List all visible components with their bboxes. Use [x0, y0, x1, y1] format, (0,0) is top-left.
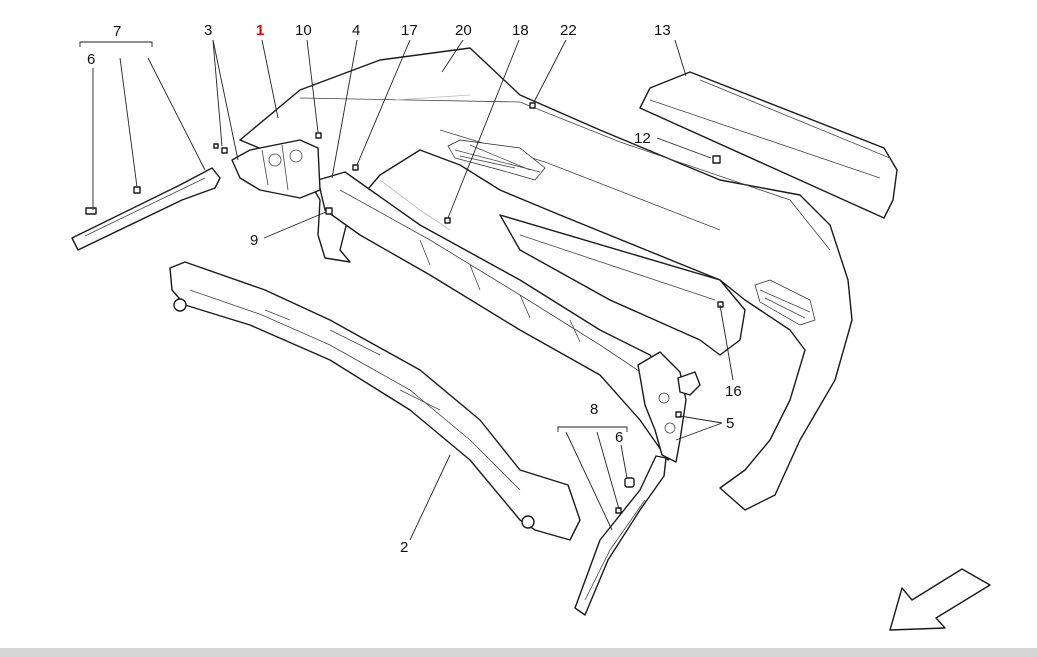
- arrow-down-left-icon: [889, 568, 991, 631]
- part-5-right-bracket[interactable]: [637, 351, 701, 463]
- callout-10[interactable]: 10: [295, 22, 312, 39]
- leader-lines: [79, 39, 734, 541]
- footer-bar: [0, 648, 1037, 657]
- callout-9[interactable]: 9: [250, 232, 259, 249]
- callout-4[interactable]: 4: [352, 22, 361, 39]
- fasteners: [213, 102, 724, 418]
- callout-13[interactable]: 13: [654, 22, 671, 39]
- part-13-upper-trim[interactable]: [639, 71, 898, 219]
- callout-2[interactable]: 2: [400, 539, 409, 556]
- callout-18[interactable]: 18: [512, 22, 529, 39]
- callout-1[interactable]: 1: [256, 22, 265, 39]
- part-7-left-side-bracket[interactable]: [71, 167, 221, 251]
- part-2-energy-absorber[interactable]: [169, 261, 581, 541]
- callout-22[interactable]: 22: [560, 22, 577, 39]
- callout-17[interactable]: 17: [401, 22, 418, 39]
- callout-6-left[interactable]: 6: [87, 51, 96, 68]
- part-8-right-side-bracket[interactable]: [574, 455, 667, 616]
- callout-5[interactable]: 5: [726, 415, 735, 432]
- lower-grille-mesh: [754, 279, 816, 326]
- part-left-bracket[interactable]: [231, 139, 321, 199]
- callout-16[interactable]: 16: [725, 383, 742, 400]
- callout-8[interactable]: 8: [590, 401, 599, 418]
- bumper-lower-flap: [499, 214, 746, 356]
- callout-12[interactable]: 12: [634, 130, 651, 147]
- callout-3[interactable]: 3: [204, 22, 213, 39]
- upper-grille-mesh: [447, 139, 546, 181]
- callout-6-right[interactable]: 6: [615, 429, 624, 446]
- part-1-bumper-cover[interactable]: [239, 47, 853, 511]
- callout-20[interactable]: 20: [455, 22, 472, 39]
- callout-7[interactable]: 7: [113, 23, 122, 40]
